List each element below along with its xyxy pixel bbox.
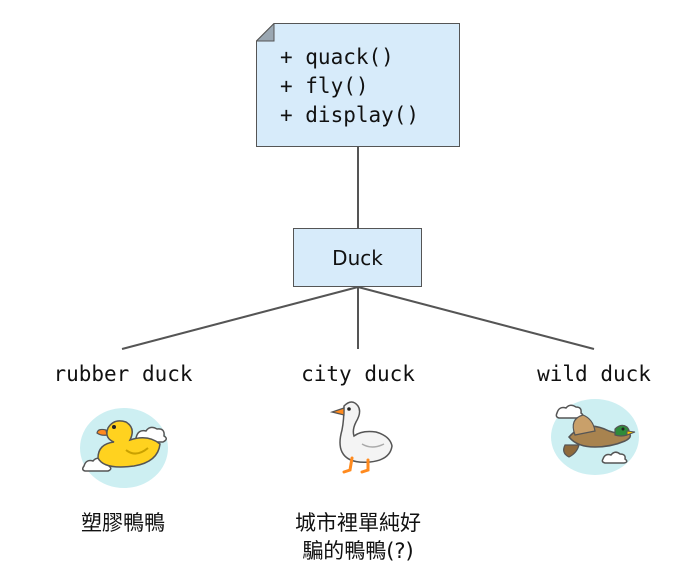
city-duck-caption-line-1: 城市裡單純好 <box>295 511 421 535</box>
interface-note: + quack() + fly() + display() <box>256 23 460 147</box>
method-quack: + quack() <box>280 45 394 69</box>
duck-to-wild-line <box>357 286 595 350</box>
method-fly: + fly() <box>280 74 369 98</box>
note-shape <box>256 23 460 147</box>
rubber-duck-caption-line: 塑膠鴨鴨 <box>81 511 165 535</box>
duck-class-name: Duck <box>332 245 383 270</box>
city-duck-label: city duck <box>301 362 415 386</box>
duck-to-rubber-line <box>121 286 359 350</box>
city-duck-caption-line-2: 騙的鴨鴨(?) <box>302 539 414 563</box>
duck-class-box: Duck <box>293 228 422 287</box>
method-display: + display() <box>280 103 420 127</box>
rubber-duck-label: rubber duck <box>53 362 193 386</box>
flying-mallard-icon <box>551 399 639 475</box>
rubber-duck-icon <box>80 408 168 488</box>
wild-duck-label: wild duck <box>537 362 651 386</box>
goose-icon <box>329 401 393 474</box>
city-duck-caption: 城市裡單純好 騙的鴨鴨(?) <box>295 509 421 565</box>
rubber-duck-caption: 塑膠鴨鴨 <box>81 509 165 537</box>
method-list: + quack() + fly() + display() <box>280 43 419 130</box>
